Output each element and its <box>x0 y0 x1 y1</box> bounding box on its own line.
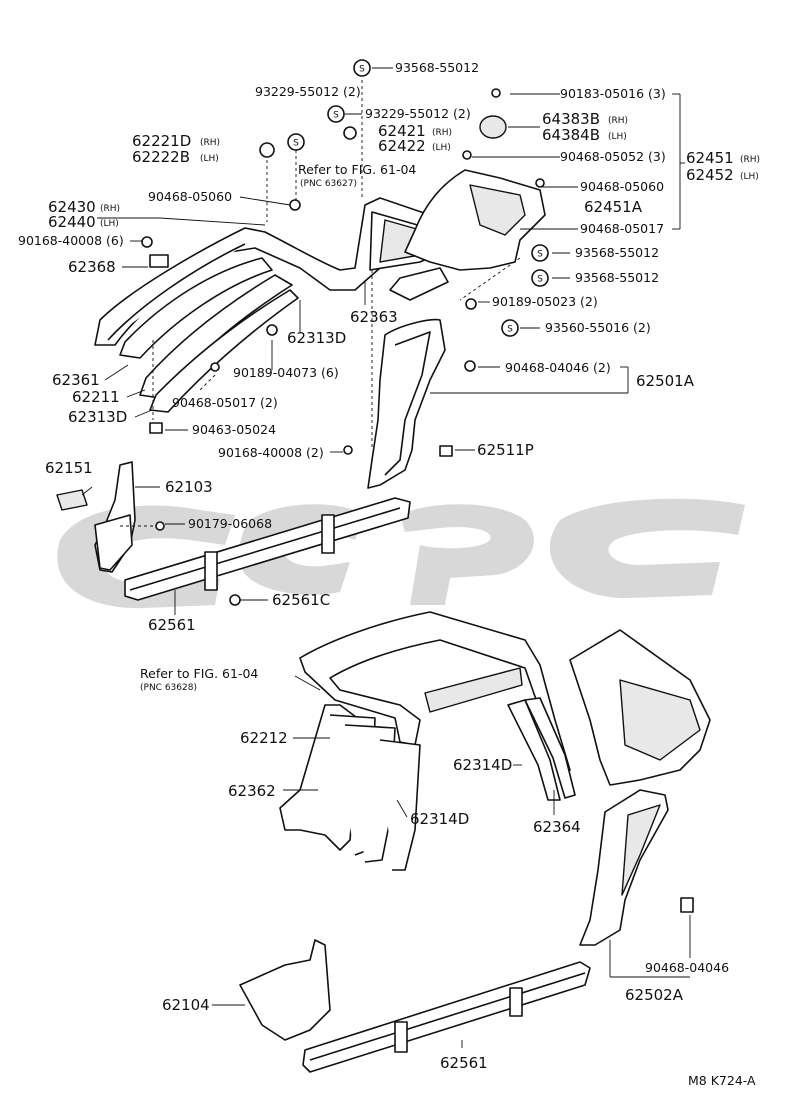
rocker-rail-lower <box>302 961 591 1073</box>
label-lh: (LH) <box>608 132 627 142</box>
svg-text:S: S <box>537 275 543 285</box>
label-62363: 62363 <box>350 308 398 326</box>
svg-text:S: S <box>537 250 543 260</box>
s-icon: S <box>353 59 371 77</box>
label-62222B: 62222B <box>132 148 190 166</box>
label-64384B: 64384B <box>542 126 600 144</box>
label-90179-06068: 90179-06068 <box>188 516 272 531</box>
label-90468-05017-a: 90468-05017 <box>580 221 664 236</box>
label-93229-55012-a: 93229-55012 (2) <box>255 84 361 99</box>
svg-text:S: S <box>359 65 365 75</box>
label-93229-55012-b: 93229-55012 (2) <box>365 106 471 121</box>
label-62314D-b: 62314D <box>410 810 469 828</box>
label-lh: (LH) <box>432 143 451 153</box>
svg-text:S: S <box>333 111 339 121</box>
label-refer-fig-61-04-a: Refer to FIG. 61-04 <box>298 162 416 177</box>
label-lh: (LH) <box>200 154 219 164</box>
s-icon: S <box>531 269 549 287</box>
label-90189-05023: 90189-05023 (2) <box>492 294 598 309</box>
label-62451: 62451 <box>686 149 734 167</box>
rear-quarter-pillar <box>507 697 576 801</box>
label-90168-40008-2: 90168-40008 (2) <box>218 445 324 460</box>
label-62221D: 62221D <box>132 132 191 150</box>
label-62313D-a: 62313D <box>287 329 346 347</box>
label-62421: 62421 <box>378 122 426 140</box>
label-rh: (RH) <box>432 128 452 138</box>
rear-pillar-lower <box>279 704 421 871</box>
label-64383B: 64383B <box>542 110 600 128</box>
label-62561-a: 62561 <box>148 616 196 634</box>
label-lh: (LH) <box>100 219 119 229</box>
s-symbols: S S S S S S <box>287 59 549 337</box>
fasteners <box>141 88 694 913</box>
upper-quarter-trim <box>389 115 546 301</box>
label-90463-05024: 90463-05024 <box>192 422 276 437</box>
svg-text:S: S <box>293 139 299 149</box>
label-62151: 62151 <box>45 459 93 477</box>
label-pnc-63628: (PNC 63628) <box>140 683 197 693</box>
label-93568-55012-c: 93568-55012 <box>575 270 659 285</box>
label-62103: 62103 <box>165 478 213 496</box>
label-62561-b: 62561 <box>440 1054 488 1072</box>
front-pillar-bracket <box>56 461 136 573</box>
label-90468-04046-2: 90468-04046 (2) <box>505 360 611 375</box>
label-rh: (RH) <box>608 116 628 126</box>
roof-side-rail-assembly <box>94 197 481 413</box>
label-62362: 62362 <box>228 782 276 800</box>
label-93568-55012: 93568-55012 <box>395 60 479 75</box>
label-refer-fig-61-04-b: Refer to FIG. 61-04 <box>140 666 258 681</box>
center-pillar-trim <box>367 318 446 489</box>
label-62313D-b: 62313D <box>68 408 127 426</box>
diagram-code: M8 K724-A <box>688 1073 756 1088</box>
label-rh: (RH) <box>100 204 120 214</box>
label-93568-55012-b: 93568-55012 <box>575 245 659 260</box>
label-62314D-a: 62314D <box>453 756 512 774</box>
s-icon: S <box>327 105 345 123</box>
label-rh: (RH) <box>200 138 220 148</box>
label-pnc-63627: (PNC 63627) <box>300 179 357 189</box>
dashed-guides <box>120 80 521 527</box>
svg-text:S: S <box>507 325 513 335</box>
label-90468-05060-a: 90468-05060 <box>148 189 232 204</box>
s-icon: S <box>531 244 549 262</box>
roof-side-rail-lower <box>299 611 571 776</box>
label-62361: 62361 <box>52 371 100 389</box>
label-62368: 62368 <box>68 258 116 276</box>
label-62511P: 62511P <box>477 441 534 459</box>
lower-quarter-trim <box>579 789 669 946</box>
label-90183-05016: 90183-05016 (3) <box>560 86 666 101</box>
label-62452: 62452 <box>686 166 734 184</box>
label-93560-55016: 93560-55016 (2) <box>545 320 651 335</box>
label-lh: (LH) <box>740 172 759 182</box>
label-90468-05060-b: 90468-05060 <box>580 179 664 194</box>
label-62561C: 62561C <box>272 591 330 609</box>
s-icon: S <box>287 133 305 151</box>
label-90189-04073: 90189-04073 (6) <box>233 365 339 380</box>
label-62422: 62422 <box>378 137 426 155</box>
label-90168-40008-6: 90168-40008 (6) <box>18 233 124 248</box>
s-icon: S <box>501 319 519 337</box>
label-62440: 62440 <box>48 213 96 231</box>
rocker-rail-upper <box>124 497 411 601</box>
label-90468-05052: 90468-05052 (3) <box>560 149 666 164</box>
label-rh: (RH) <box>740 155 760 165</box>
label-90468-05017-b: 90468-05017 (2) <box>172 395 278 410</box>
label-62211: 62211 <box>72 388 120 406</box>
label-62451A: 62451A <box>584 198 643 216</box>
label-62212: 62212 <box>240 729 288 747</box>
rear-quarter-trim <box>569 629 711 786</box>
label-62104: 62104 <box>162 996 210 1014</box>
label-62430: 62430 <box>48 198 96 216</box>
label-62501A: 62501A <box>636 372 695 390</box>
label-90468-04046: 90468-04046 <box>645 960 729 975</box>
leader-lines <box>81 67 691 1048</box>
label-62364: 62364 <box>533 818 581 836</box>
front-pillar-lower <box>239 939 331 1041</box>
label-62502A: 62502A <box>625 986 684 1004</box>
